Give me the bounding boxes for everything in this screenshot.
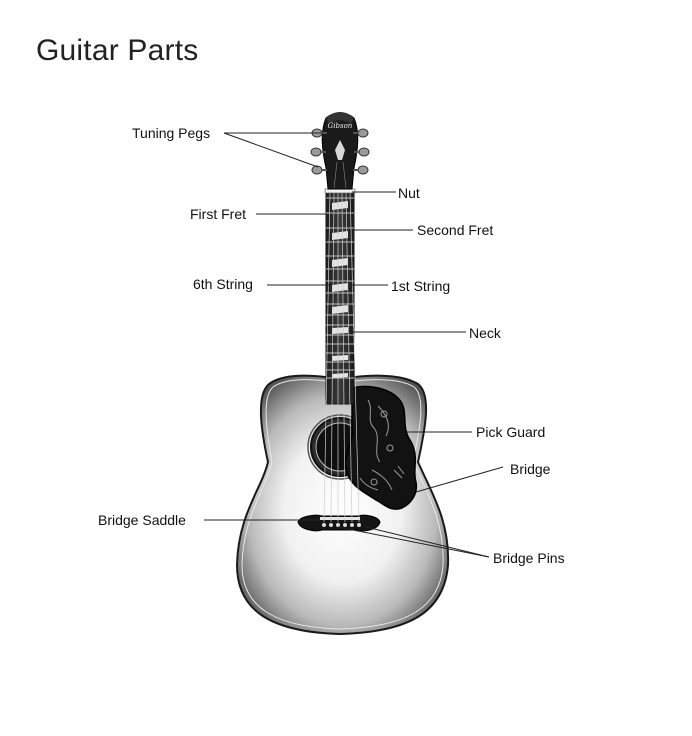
headstock: Gibson [322,112,358,189]
label-pick-guard: Pick Guard [476,424,545,440]
label-nut: Nut [398,185,420,201]
label-first-fret: First Fret [190,206,246,222]
nut [325,189,355,193]
label-1st-string: 1st String [391,278,450,294]
headstock-logo: Gibson [328,122,353,130]
leader-bridge [416,467,503,492]
bridge-saddle [320,517,360,520]
bridge [298,515,380,530]
label-bridge: Bridge [510,461,550,477]
label-second-fret: Second Fret [417,222,493,238]
label-6th-string: 6th String [193,276,253,292]
label-bridge-saddle: Bridge Saddle [98,512,186,528]
label-bridge-pins: Bridge Pins [493,550,565,566]
leader-tuning-pegs-2 [224,133,318,167]
label-tuning-pegs: Tuning Pegs [132,125,210,141]
label-neck: Neck [469,325,501,341]
